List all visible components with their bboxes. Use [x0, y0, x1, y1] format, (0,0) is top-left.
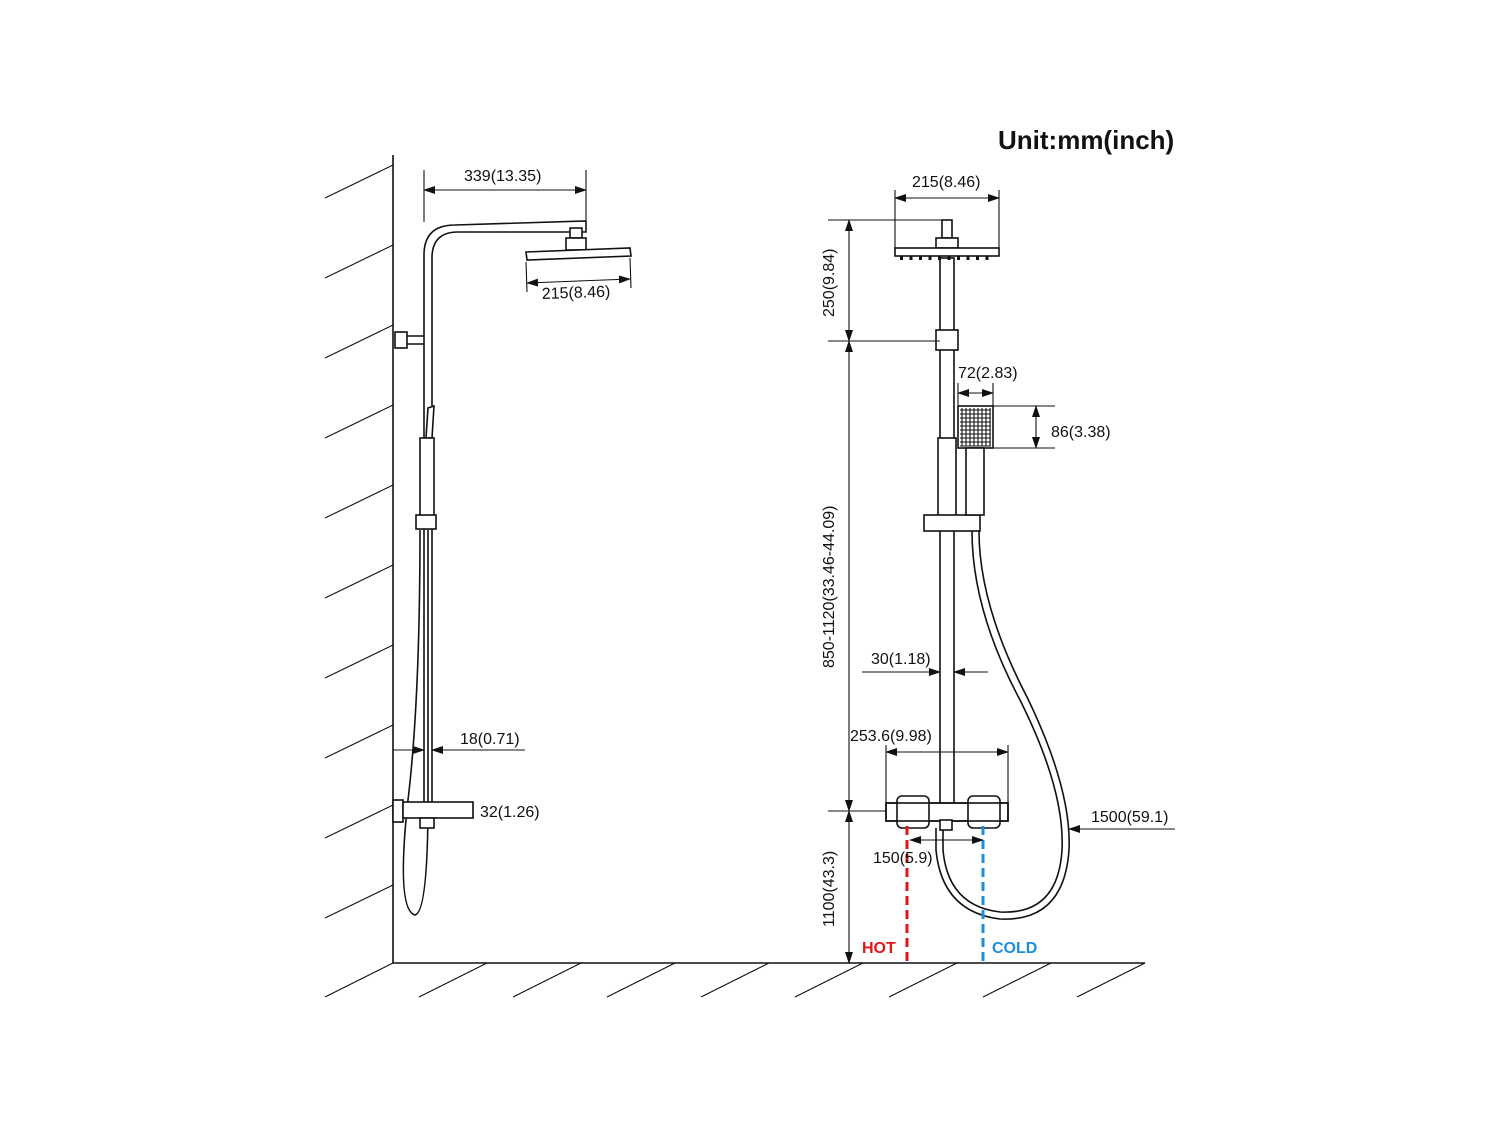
nozzle [938, 256, 941, 260]
hatch-line [982, 962, 1052, 998]
side-view: 339(13.35) 215(8.46) 18(0.71) 32(1.26) [392, 168, 632, 916]
hatch-line [418, 962, 488, 998]
head-to-bracket: 250(9.84) [821, 249, 838, 318]
hatch-line [324, 164, 394, 199]
side-head-width: 215(8.46) [542, 284, 611, 303]
hatch-line [324, 804, 394, 839]
nozzle [947, 256, 951, 260]
inlet-spacing: 150(5.9) [873, 850, 933, 867]
hatch-line [512, 962, 582, 998]
nozzle [928, 256, 932, 260]
hand-shower-height: 86(3.38) [1051, 424, 1111, 441]
wall [324, 155, 394, 963]
nozzle [976, 256, 979, 260]
front-head-width: 215(8.46) [912, 174, 981, 191]
hot-label: HOT [862, 940, 896, 957]
hatch-line [324, 404, 394, 439]
unit-label: Unit:mm(inch) [998, 125, 1174, 155]
hatch-line [794, 962, 864, 998]
hatch-line [700, 962, 770, 998]
side-pipe-offset: 18(0.71) [460, 731, 520, 748]
side-rain-head [525, 247, 632, 261]
valve-width: 253.6(9.98) [850, 728, 932, 745]
hatch-line [324, 244, 394, 279]
floor [324, 962, 1146, 998]
hatch-line [324, 962, 394, 998]
hatch-line [324, 884, 394, 919]
hand-shower-width: 72(2.83) [958, 365, 1018, 382]
hose-length: 1500(59.1) [1091, 809, 1168, 826]
nozzle [985, 256, 989, 260]
side-valve-height: 32(1.26) [480, 804, 540, 821]
hatch-line [324, 484, 394, 519]
nozzle [909, 256, 913, 260]
hatch-line [606, 962, 676, 998]
front-rain-head [894, 247, 1000, 257]
hatch-line [324, 724, 394, 759]
front-view: HOT COLD 215(8.46) 250(9.84) 850-1120(33… [821, 174, 1175, 964]
adjust-range: 850-1120(33.46-44.09) [821, 506, 838, 669]
nozzle [966, 256, 970, 260]
nozzle [919, 256, 922, 260]
nozzle [957, 256, 960, 260]
nozzle [900, 256, 903, 260]
hatch-line [324, 644, 394, 679]
valve-height-from-floor: 1100(43.3) [821, 851, 838, 927]
pipe-diameter: 30(1.18) [871, 651, 931, 668]
hatch-line [1076, 962, 1146, 998]
hatch-line [324, 564, 394, 599]
side-arm-length: 339(13.35) [464, 168, 541, 185]
hatch-line [324, 324, 394, 359]
cold-label: COLD [992, 940, 1037, 957]
hatch-line [888, 962, 958, 998]
